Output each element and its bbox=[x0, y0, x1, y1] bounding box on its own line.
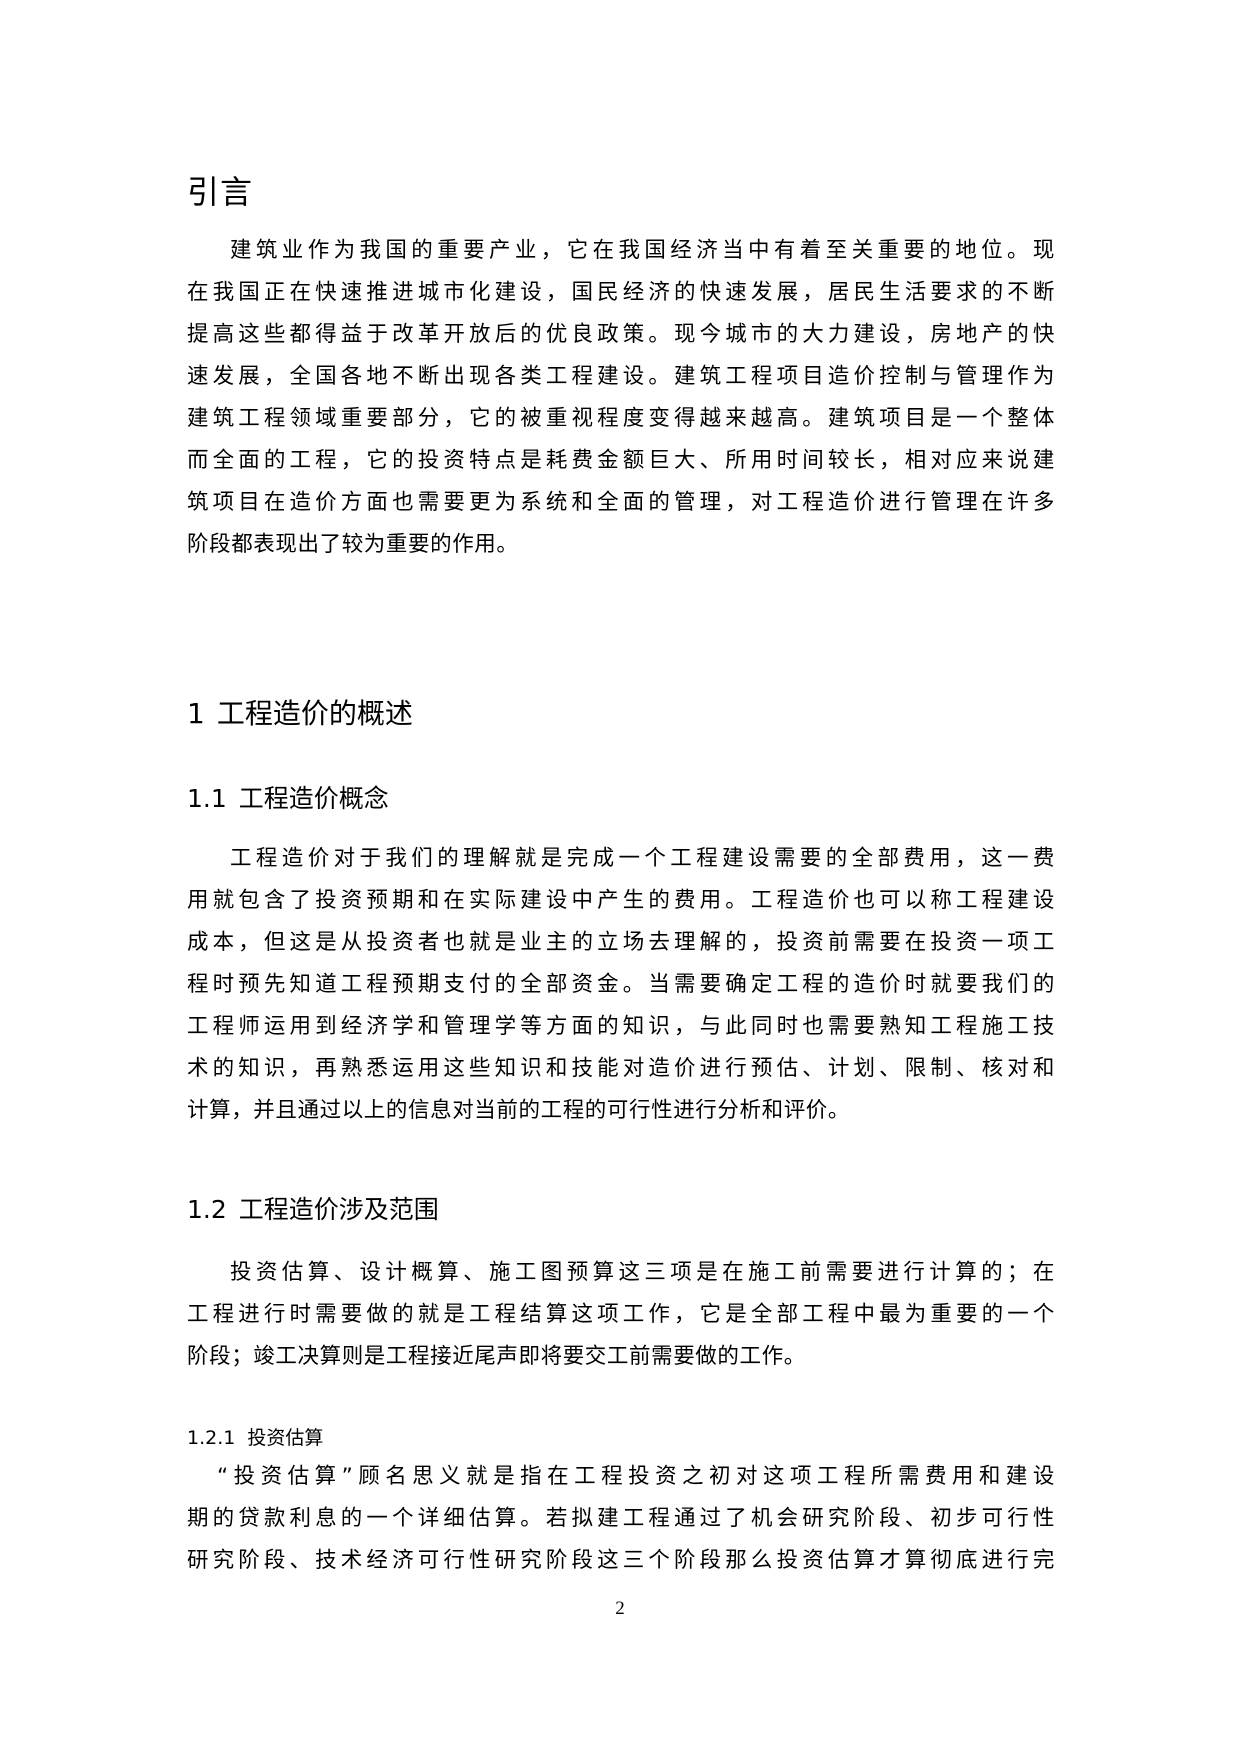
paragraph-line: 期的贷款利息的一个详细估算。若拟建工程通过了机会研究阶段、初步可行性 bbox=[187, 1506, 1055, 1531]
section-title: 工程造价涉及范围 bbox=[238, 1195, 439, 1224]
section-1-2-paragraph: 投资估算、设计概算、施工图预算这三项是在施工前需要进行计算的；在 工程进行时需要… bbox=[187, 1252, 1055, 1378]
paragraph-line: 计算，并且通过以上的信息对当前的工程的可行性进行分析和评价。 bbox=[187, 1098, 851, 1123]
paragraph-line: 程时预先知道工程预期支付的全部资金。当需要确定工程的造价时就要我们的 bbox=[187, 972, 1055, 997]
paragraph-line: 成本，但这是从投资者也就是业主的立场去理解的，投资前需要在投资一项工 bbox=[187, 930, 1055, 955]
section-1-2-1-paragraph: “投资估算”顾名思义就是指在工程投资之初对这项工程所需费用和建设 期的贷款利息的… bbox=[187, 1456, 1055, 1582]
section-title: 工程造价的概述 bbox=[216, 697, 413, 730]
paragraph-line: 阶段都表现出了较为重要的作用。 bbox=[187, 532, 519, 557]
section-1-1-heading: 1.1 工程造价概念 bbox=[187, 783, 389, 815]
paragraph-line: 术的知识，再熟悉运用这些知识和技能对造价进行预估、计划、限制、核对和 bbox=[187, 1056, 1055, 1081]
paragraph-line: 在我国正在快速推进城市化建设，国民经济的快速发展，居民生活要求的不断 bbox=[187, 280, 1055, 305]
section-title: 工程造价概念 bbox=[238, 784, 389, 813]
paragraph-line: 投资估算、设计概算、施工图预算这三项是在施工前需要进行计算的；在 bbox=[230, 1260, 1055, 1285]
intro-paragraph: 建筑业作为我国的重要产业，它在我国经济当中有着至关重要的地位。现 在我国正在快速… bbox=[187, 230, 1055, 566]
section-number: 1.2 bbox=[187, 1195, 227, 1224]
intro-heading: 引言 bbox=[187, 173, 254, 211]
paragraph-line: 工程造价对于我们的理解就是完成一个工程建设需要的全部费用，这一费 bbox=[230, 846, 1055, 871]
section-number: 1.1 bbox=[187, 784, 227, 813]
paragraph-line: 用就包含了投资预期和在实际建设中产生的费用。工程造价也可以称工程建设 bbox=[187, 888, 1055, 913]
section-number: 1 bbox=[187, 697, 205, 730]
paragraph-line: 阶段；竣工决算则是工程接近尾声即将要交工前需要做的工作。 bbox=[187, 1344, 806, 1369]
paragraph-line: “投资估算”顾名思义就是指在工程投资之初对这项工程所需费用和建设 bbox=[217, 1464, 1055, 1489]
paragraph-line: 研究阶段、技术经济可行性研究阶段这三个阶段那么投资估算才算彻底进行完 bbox=[187, 1548, 1055, 1573]
section-title: 投资估算 bbox=[247, 1427, 324, 1449]
section-number: 1.2.1 bbox=[187, 1427, 236, 1449]
paragraph-line: 工程师运用到经济学和管理学等方面的知识，与此同时也需要熟知工程施工技 bbox=[187, 1014, 1055, 1039]
paragraph-line: 速发展，全国各地不断出现各类工程建设。建筑工程项目造价控制与管理作为 bbox=[187, 364, 1055, 389]
section-1-2-1-heading: 1.2.1 投资估算 bbox=[187, 1425, 323, 1451]
paragraph-line: 而全面的工程，它的投资特点是耗费金额巨大、所用时间较长，相对应来说建 bbox=[187, 448, 1055, 473]
section-1-2-heading: 1.2 工程造价涉及范围 bbox=[187, 1194, 439, 1226]
paragraph-line: 建筑业作为我国的重要产业，它在我国经济当中有着至关重要的地位。现 bbox=[230, 238, 1055, 263]
paragraph-line: 工程进行时需要做的就是工程结算这项工作，它是全部工程中最为重要的一个 bbox=[187, 1302, 1055, 1327]
page-number: 2 bbox=[615, 1598, 625, 1619]
paragraph-line: 提高这些都得益于改革开放后的优良政策。现今城市的大力建设，房地产的快 bbox=[187, 322, 1055, 347]
section-1-1-paragraph: 工程造价对于我们的理解就是完成一个工程建设需要的全部费用，这一费 用就包含了投资… bbox=[187, 838, 1055, 1132]
section-1-heading: 1 工程造价的概述 bbox=[187, 696, 413, 732]
paragraph-line: 筑项目在造价方面也需要更为系统和全面的管理，对工程造价进行管理在许多 bbox=[187, 490, 1055, 515]
paragraph-line: 建筑工程领域重要部分，它的被重视程度变得越来越高。建筑项目是一个整体 bbox=[187, 406, 1055, 431]
